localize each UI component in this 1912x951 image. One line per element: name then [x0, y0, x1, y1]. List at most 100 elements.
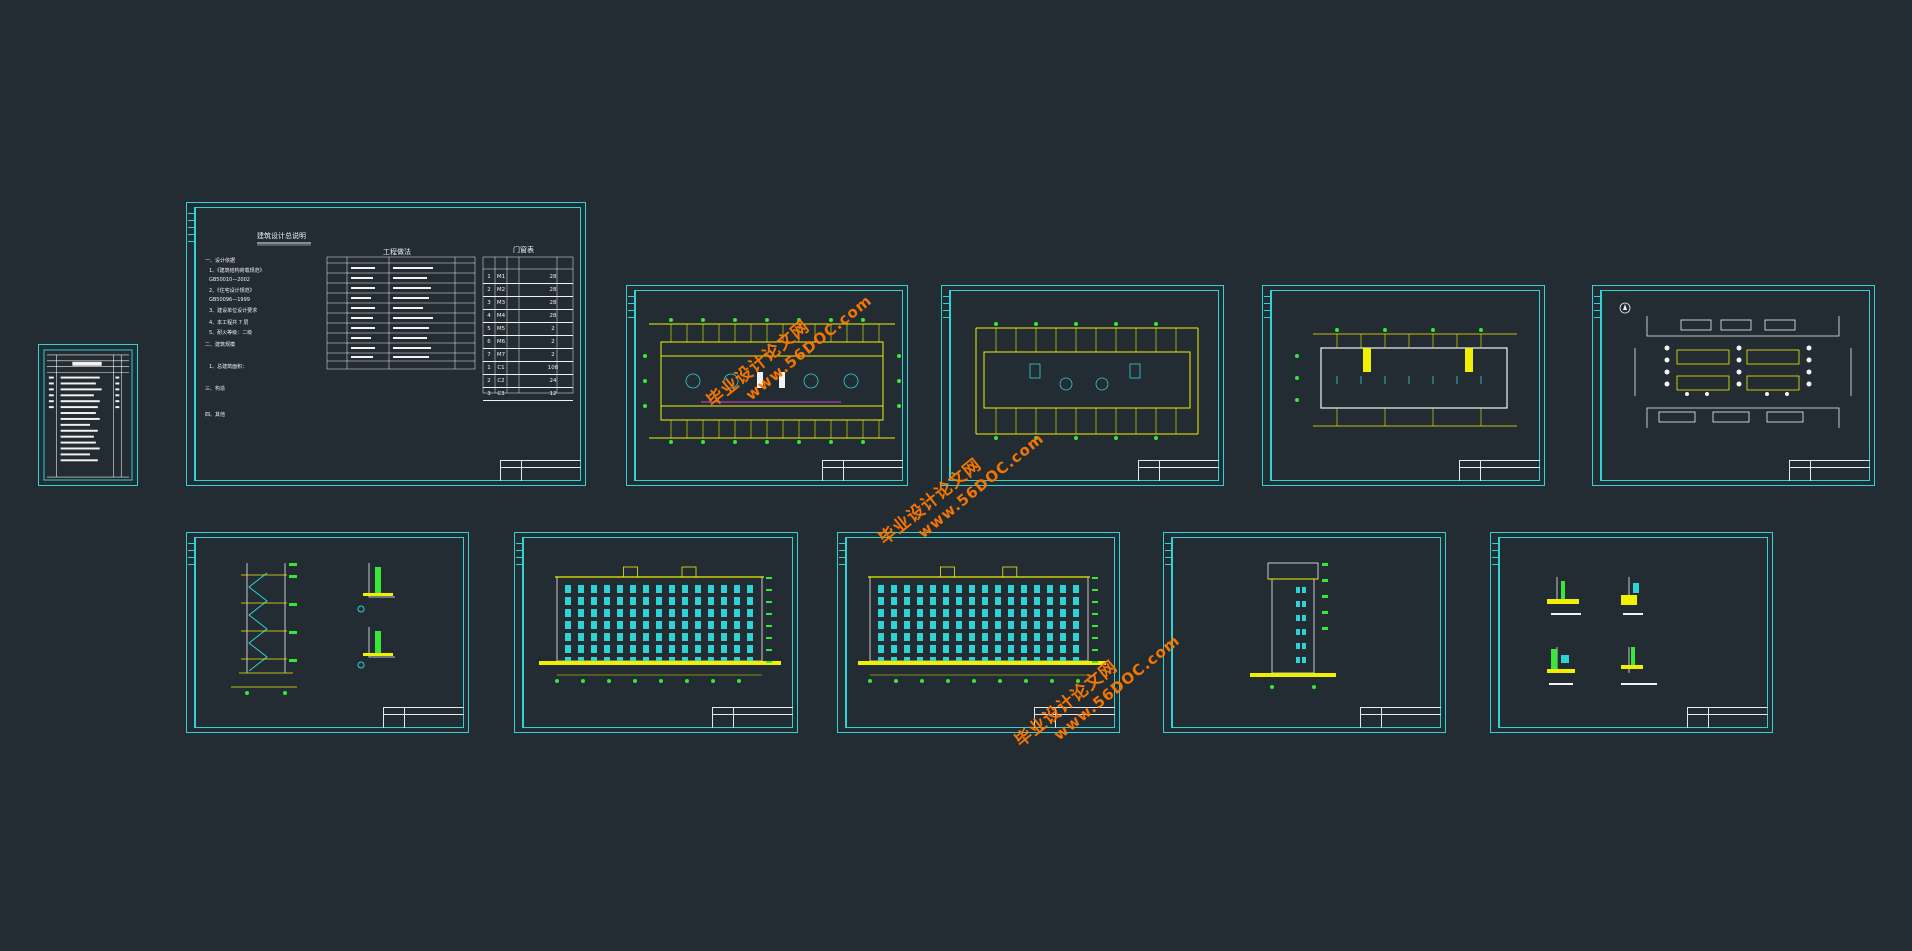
window-icon [956, 609, 962, 617]
window-icon [656, 609, 662, 617]
window-icon [1047, 645, 1053, 653]
window-icon [904, 621, 910, 629]
window-icon [1073, 609, 1079, 617]
window-icon [982, 609, 988, 617]
window-icon [982, 621, 988, 629]
door-table-cell: 7 [487, 352, 491, 358]
binding-strip [943, 290, 950, 481]
window-icon [891, 585, 897, 593]
window-icon [930, 621, 936, 629]
sheet-elevation-side[interactable] [1163, 532, 1446, 733]
sheet-floor-plan-1[interactable] [626, 285, 908, 486]
window-icon [578, 597, 584, 605]
door-table-cell: C3 [497, 391, 505, 397]
sheet-design-notes[interactable]: 建筑设计总说明 工程做法 门窗表 一、设计依据 1、《建筑结构荷载规范》 GB5… [186, 202, 586, 486]
notes-section-3: 三、构造 [205, 386, 226, 392]
details-drawing [1541, 573, 1701, 693]
window-icon [1021, 585, 1027, 593]
door-table-cell: 2 [551, 339, 555, 345]
sheet-section-details[interactable] [186, 532, 469, 733]
window-icon [1021, 597, 1027, 605]
window-icon [917, 609, 923, 617]
window-icon [891, 609, 897, 617]
window-icon [734, 633, 740, 641]
door-table-cell: M6 [496, 339, 506, 345]
elevation-drawing [854, 553, 1110, 693]
window-icon [1060, 621, 1066, 629]
window-icon [891, 597, 897, 605]
window-icon [617, 633, 623, 641]
sheet-floor-plan-2[interactable] [941, 285, 1224, 486]
window-icon [930, 609, 936, 617]
door-table-cell: 28 [549, 300, 557, 306]
window-icon [721, 633, 727, 641]
window-icon [1021, 633, 1027, 641]
sheet-elevation-south[interactable] [514, 532, 798, 733]
window-icon [669, 621, 675, 629]
door-table-cell: M3 [496, 300, 506, 306]
window-icon [578, 645, 584, 653]
title-block [822, 460, 903, 481]
door-table-cell: 3 [487, 391, 491, 397]
window-icon [643, 597, 649, 605]
window-icon [995, 597, 1001, 605]
window-icon [1060, 633, 1066, 641]
window-icon [578, 621, 584, 629]
window-icon [904, 585, 910, 593]
window-icon [1047, 585, 1053, 593]
drawing-list-table [43, 349, 133, 481]
window-icon [1008, 585, 1014, 593]
window-icon [1047, 633, 1053, 641]
window-icon [747, 597, 753, 605]
window-icon [708, 621, 714, 629]
window-icon [917, 633, 923, 641]
window-icon [682, 645, 688, 653]
window-icon [969, 633, 975, 641]
sheet-elevation-north[interactable] [837, 532, 1120, 733]
window-icon [969, 585, 975, 593]
notes-section-2: 二、建筑规模 [205, 342, 236, 348]
binding-strip [516, 537, 523, 728]
window-icon [1073, 585, 1079, 593]
window-icon [1073, 645, 1079, 653]
window-icon [956, 633, 962, 641]
window-icon [708, 585, 714, 593]
window-icon [930, 597, 936, 605]
design-notes-title: 建筑设计总说明 [257, 232, 306, 240]
door-table-cell: 2 [487, 378, 491, 384]
window-icon [1034, 597, 1040, 605]
sheet-site-plan[interactable] [1592, 285, 1875, 486]
window-icon [878, 609, 884, 617]
window-icon [591, 645, 597, 653]
window-icon [982, 633, 988, 641]
window-icon [995, 633, 1001, 641]
door-table-cell: C1 [497, 365, 505, 371]
binding-strip [188, 207, 195, 481]
window-icon [643, 645, 649, 653]
window-icon [995, 645, 1001, 653]
roof-plan-drawing [1277, 326, 1539, 436]
title-block [1138, 460, 1219, 481]
door-table-cell: M1 [496, 274, 506, 280]
window-icon [734, 645, 740, 653]
window-icon [708, 597, 714, 605]
window-icon [1008, 621, 1014, 629]
window-icon [721, 609, 727, 617]
window-icon [604, 633, 610, 641]
window-icon [617, 585, 623, 593]
window-icon [747, 633, 753, 641]
window-icon [695, 585, 701, 593]
window-icon [1008, 645, 1014, 653]
sheet-node-details[interactable] [1490, 532, 1773, 733]
sheet-drawing-list[interactable] [38, 344, 138, 486]
window-icon [995, 609, 1001, 617]
window-icon [904, 645, 910, 653]
sheet-roof-plan[interactable] [1262, 285, 1545, 486]
window-icon [1021, 645, 1027, 653]
door-table-cell: 2 [551, 352, 555, 358]
site-plan-drawing [1607, 296, 1869, 446]
